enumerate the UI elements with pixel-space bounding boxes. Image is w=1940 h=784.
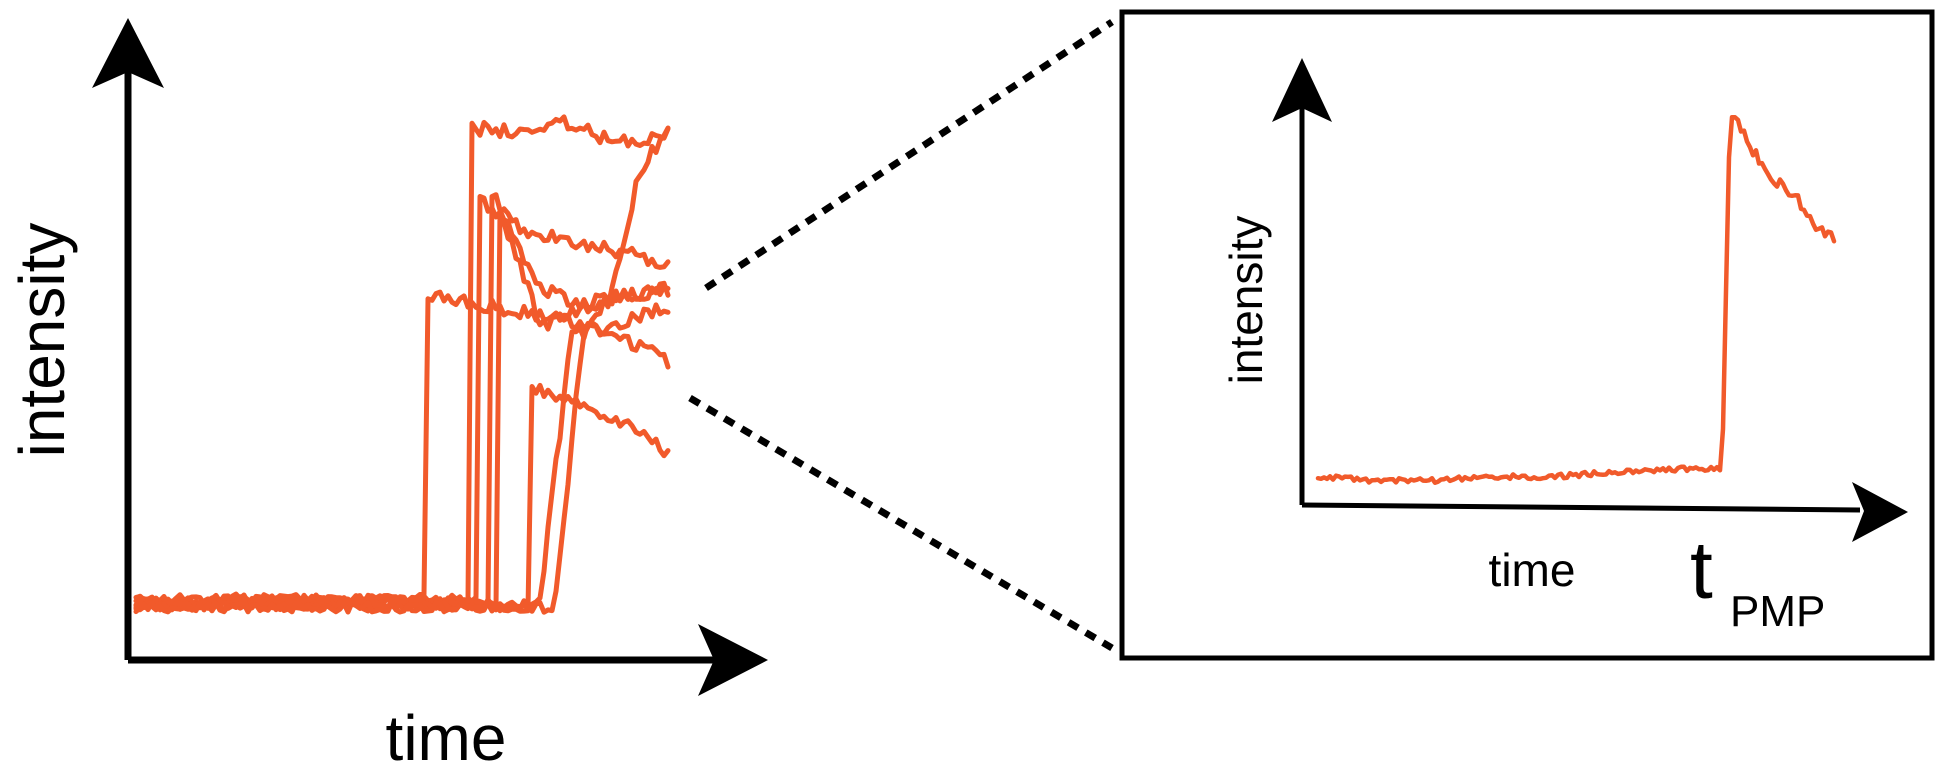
main-x-arrowhead xyxy=(698,624,768,696)
zoom-line-lower xyxy=(688,394,1114,652)
zoom-line-upper xyxy=(704,19,1114,291)
tpmp-label: t PMP xyxy=(1690,525,1825,636)
main-y-label: intensity xyxy=(6,223,78,458)
main-trace xyxy=(133,192,671,610)
main-y-arrowhead xyxy=(92,18,164,88)
inset-trace xyxy=(1315,115,1837,485)
inset-x-arrowhead xyxy=(1852,482,1908,542)
main-trace xyxy=(133,382,671,613)
inset-y-label: intensity xyxy=(1220,216,1272,385)
inset-x-label: time xyxy=(1489,544,1576,596)
main-axes xyxy=(92,18,768,696)
inset-x-axis xyxy=(1301,502,1861,513)
main-trace xyxy=(133,194,671,609)
main-trace xyxy=(133,289,671,607)
inset-traces xyxy=(1315,115,1837,485)
inset-axes xyxy=(1272,58,1908,542)
inset-frame xyxy=(1119,9,1935,661)
main-trace xyxy=(133,125,671,615)
inset-y-arrowhead xyxy=(1272,58,1332,122)
main-trace xyxy=(133,114,671,608)
main-traces xyxy=(133,114,671,615)
tpmp-label-subscript: PMP xyxy=(1730,587,1825,636)
tpmp-label-main: t xyxy=(1690,525,1713,616)
main-trace xyxy=(133,302,671,614)
main-x-label: time xyxy=(386,702,507,774)
